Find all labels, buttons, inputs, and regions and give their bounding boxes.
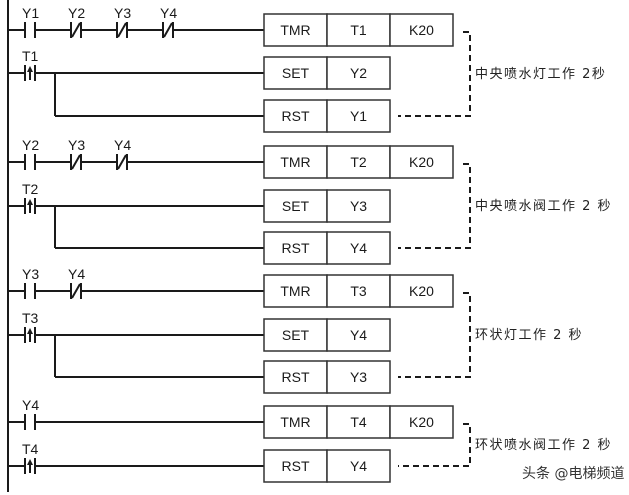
instruction-box: SET Y2 <box>263 56 391 90</box>
rising-edge-contact <box>24 327 36 343</box>
contact-label: Y3 <box>68 137 85 153</box>
annotation-bracket: 中央喷水阀工作 2 秒 <box>398 163 612 249</box>
no-contact <box>24 154 36 170</box>
instruction-operand: Y4 <box>350 240 367 256</box>
instruction-operand: Y1 <box>350 108 367 124</box>
instruction-box: TMR T3 K20 <box>263 274 454 308</box>
contact-label: Y3 <box>114 5 131 21</box>
rising-arrow-icon <box>27 459 33 465</box>
instruction-box: TMR T1 K20 <box>263 13 454 47</box>
instruction-operand: SET <box>282 198 310 214</box>
rising-edge-contact <box>24 65 36 81</box>
contact-label: T3 <box>22 310 39 326</box>
instruction-operand: RST <box>282 458 310 474</box>
rising-edge-contact <box>24 198 36 214</box>
contact-label: Y1 <box>22 5 39 21</box>
annotation-bracket: 环状喷水阀工作 2 秒 <box>398 423 612 467</box>
instruction-operand: TMR <box>280 22 310 38</box>
instruction-operand: RST <box>282 240 310 256</box>
instruction-operand: Y2 <box>350 65 367 81</box>
no-contact <box>24 283 36 299</box>
branch-instruction-box: RST Y1 <box>263 99 391 133</box>
contact-label: Y4 <box>68 266 85 282</box>
rising-arrow-icon <box>27 66 33 72</box>
annotation-bracket: 环状灯工作 2 秒 <box>398 292 583 378</box>
nc-contact <box>116 22 128 38</box>
contact-label: Y4 <box>160 5 177 21</box>
rising-arrow-icon <box>27 328 33 334</box>
contact-label: Y2 <box>68 5 85 21</box>
instruction-box: TMR T4 K20 <box>263 405 454 439</box>
nc-contact <box>70 154 82 170</box>
nc-contact <box>70 283 82 299</box>
nc-contact <box>116 154 128 170</box>
rising-edge-contact <box>24 458 36 474</box>
instruction-operand: T2 <box>350 154 367 170</box>
annotation-text: 中央喷水阀工作 2 秒 <box>475 199 612 214</box>
annotation-text: 中央喷水灯工作 2秒 <box>475 67 606 82</box>
no-contact <box>24 414 36 430</box>
contact-label: Y2 <box>22 137 39 153</box>
instruction-operand: K20 <box>409 414 434 430</box>
no-contact <box>24 22 36 38</box>
contact-label: T1 <box>22 48 39 64</box>
branch-instruction-box: RST Y3 <box>263 360 391 394</box>
nc-contact <box>162 22 174 38</box>
instruction-operand: RST <box>282 108 310 124</box>
annotation-bracket: 中央喷水灯工作 2秒 <box>398 31 606 117</box>
instruction-operand: Y4 <box>350 327 367 343</box>
instruction-operand: T4 <box>350 414 367 430</box>
instruction-operand: K20 <box>409 283 434 299</box>
instruction-box: SET Y4 <box>263 318 391 352</box>
contact-label: Y4 <box>22 397 39 413</box>
instruction-operand: K20 <box>409 154 434 170</box>
instruction-operand: TMR <box>280 154 310 170</box>
instruction-operand: RST <box>282 369 310 385</box>
branch-instruction-box: RST Y4 <box>263 231 391 265</box>
rising-arrow-icon <box>27 199 33 205</box>
contact-label: T4 <box>22 441 39 457</box>
instruction-operand: T3 <box>350 283 367 299</box>
instruction-operand: SET <box>282 65 310 81</box>
contact-label: Y3 <box>22 266 39 282</box>
instruction-operand: Y4 <box>350 458 367 474</box>
instruction-operand: T1 <box>350 22 367 38</box>
instruction-operand: TMR <box>280 414 310 430</box>
instruction-box: SET Y3 <box>263 189 391 223</box>
instruction-operand: Y3 <box>350 198 367 214</box>
instruction-box: RST Y4 <box>263 449 391 483</box>
watermark: 头条 @电梯频道 <box>522 465 624 482</box>
instruction-operand: SET <box>282 327 310 343</box>
instruction-operand: Y3 <box>350 369 367 385</box>
annotation-text: 环状灯工作 2 秒 <box>475 328 583 343</box>
instruction-operand: TMR <box>280 283 310 299</box>
contact-label: Y4 <box>114 137 131 153</box>
instruction-operand: K20 <box>409 22 434 38</box>
annotation-text: 环状喷水阀工作 2 秒 <box>475 438 612 453</box>
contact-label: T2 <box>22 181 39 197</box>
nc-contact <box>70 22 82 38</box>
instruction-box: TMR T2 K20 <box>263 145 454 179</box>
